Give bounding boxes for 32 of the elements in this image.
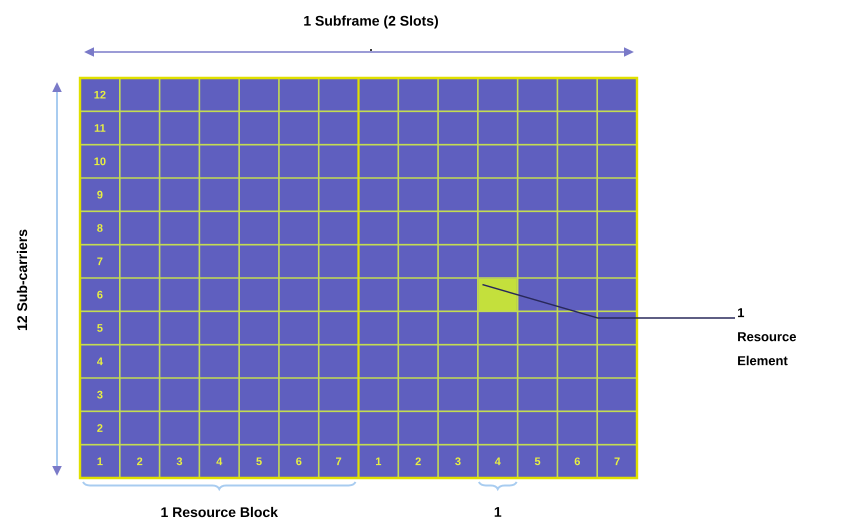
cell-number: 12 xyxy=(94,90,106,98)
cell-number: 6 xyxy=(97,290,103,299)
cell-number: 5 xyxy=(534,458,540,466)
cell-number: 2 xyxy=(97,424,103,432)
highlighted-cell xyxy=(478,278,517,311)
cell-number: 3 xyxy=(455,457,461,466)
callout-text: 1 Resource Element xyxy=(738,308,796,366)
cell-number: 5 xyxy=(256,458,262,466)
cell-number: 1 xyxy=(98,458,103,466)
cell-number: 7 xyxy=(614,458,620,466)
dimension-label: 1 Resource Block xyxy=(161,506,278,518)
cell-number: 10 xyxy=(94,157,106,166)
cell-number: 6 xyxy=(574,457,580,466)
cell-number: 2 xyxy=(137,458,142,466)
cell-number: 3 xyxy=(97,390,103,399)
leader-line xyxy=(482,284,735,319)
cell-number: 3 xyxy=(176,457,182,466)
cell-number: 9 xyxy=(97,190,103,199)
cell-number: 4 xyxy=(216,458,222,466)
dimension-label: 1 Subframe (2 Slots) xyxy=(304,15,438,29)
axis-label: 12 Sub-carriers xyxy=(16,230,28,330)
dimension-label: 1 xyxy=(494,507,502,517)
cell-number: 2 xyxy=(416,458,421,466)
cell-number: 7 xyxy=(336,458,342,466)
cell-number: 7 xyxy=(97,258,102,266)
cell-number: 4 xyxy=(494,458,501,466)
cell-number: 11 xyxy=(94,124,106,132)
cell-number: 1 xyxy=(376,458,382,466)
cell-number: 8 xyxy=(97,224,103,232)
cell-number: 5 xyxy=(97,324,103,332)
cell-number: 6 xyxy=(296,457,302,466)
cell-number: 4 xyxy=(97,358,103,366)
